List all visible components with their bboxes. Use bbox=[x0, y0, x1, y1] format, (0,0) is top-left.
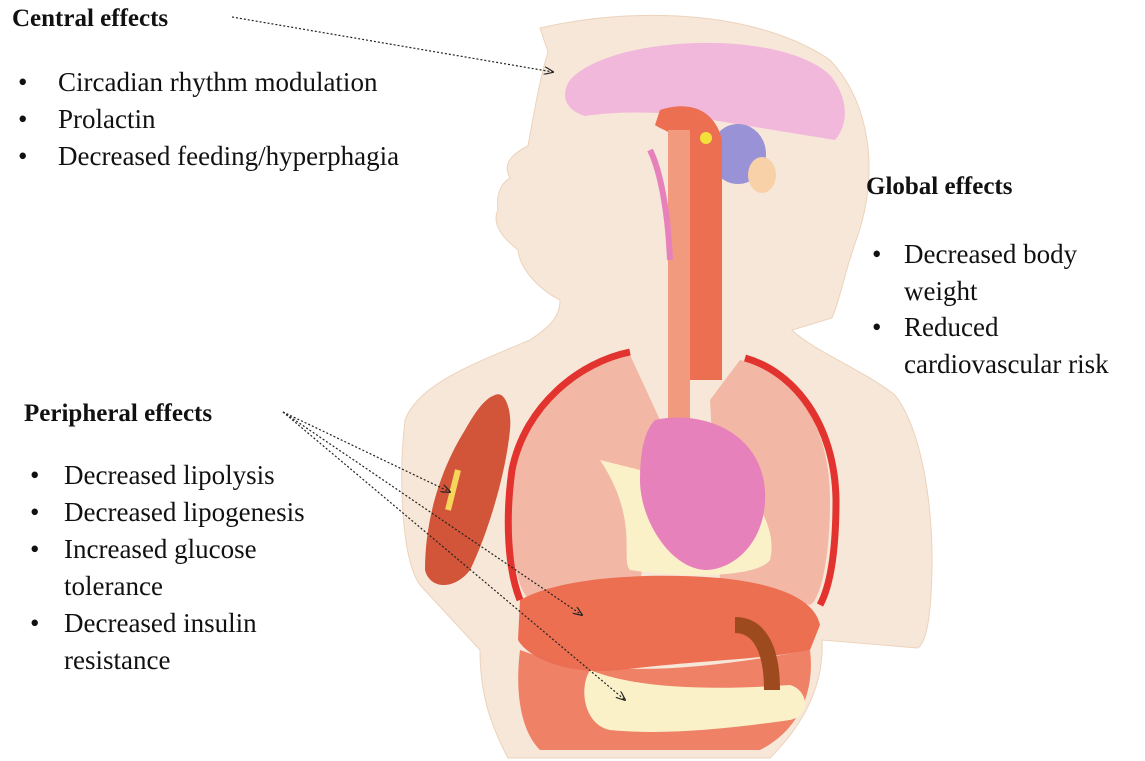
list-item: Decreased insulin resistance bbox=[24, 605, 329, 679]
list-item: Circadian rhythm modulation bbox=[12, 64, 399, 101]
pineal-gland bbox=[700, 132, 712, 144]
peripheral-effects-heading: Peripheral effects bbox=[24, 399, 329, 429]
global-effects-list: Decreased body weight Reduced cardiovasc… bbox=[866, 236, 1141, 383]
list-item: Increased glucose tolerance bbox=[24, 531, 329, 605]
central-effects-heading: Central effects bbox=[12, 4, 399, 34]
trachea bbox=[668, 130, 690, 430]
list-item: Prolactin bbox=[12, 101, 399, 138]
brainstem-tissue bbox=[748, 157, 776, 193]
list-item: Decreased body weight bbox=[866, 236, 1141, 309]
global-effects-heading: Global effects bbox=[866, 172, 1141, 202]
central-effects-panel: Central effects Circadian rhythm modulat… bbox=[12, 4, 399, 175]
list-item: Reduced cardiovascular risk bbox=[866, 309, 1141, 382]
global-effects-panel: Global effects Decreased body weight Red… bbox=[866, 172, 1141, 383]
peripheral-effects-panel: Peripheral effects Decreased lipolysis D… bbox=[24, 399, 329, 679]
list-item: Decreased lipogenesis bbox=[24, 494, 329, 531]
peripheral-effects-list: Decreased lipolysis Decreased lipogenesi… bbox=[24, 457, 329, 679]
central-effects-list: Circadian rhythm modulation Prolactin De… bbox=[12, 64, 399, 175]
list-item: Decreased feeding/hyperphagia bbox=[12, 138, 399, 175]
list-item: Decreased lipolysis bbox=[24, 457, 329, 494]
